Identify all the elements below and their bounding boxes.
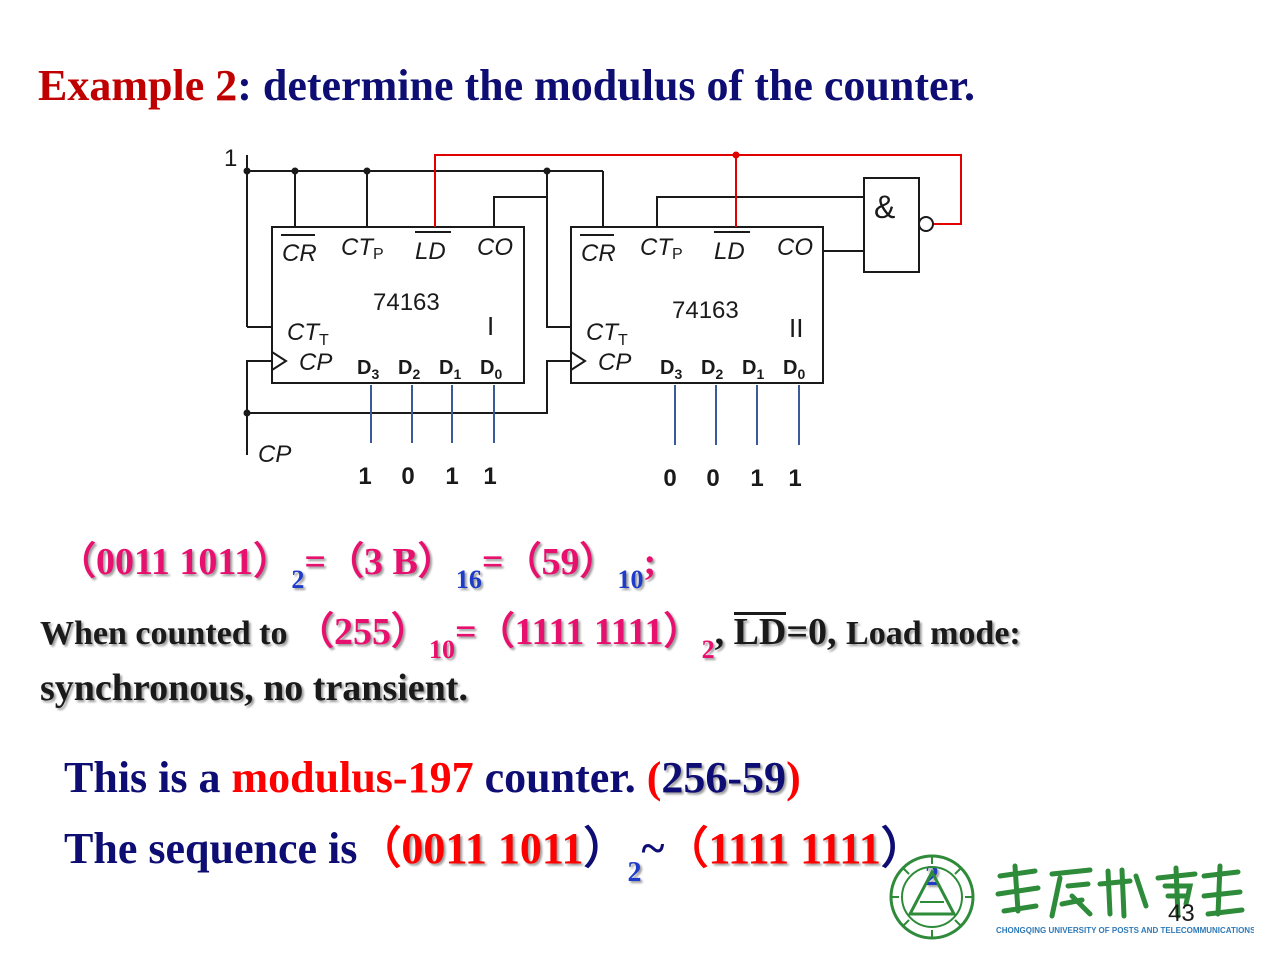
concl1-calc: 256-59	[661, 753, 787, 802]
eq1-decimal: =（59）	[481, 541, 618, 583]
chip1-d2-label: D2	[398, 357, 420, 382]
chip1-ctp-label: CTP	[341, 234, 384, 263]
preset-value-equation: （0011 1011）2=（3 B）16=（59）10;	[58, 530, 656, 595]
eq2-equals-zero: =0,	[786, 611, 847, 653]
eq2-load-mode: Load mode:	[846, 615, 1021, 652]
eq2-comma: ,	[714, 611, 734, 653]
eq1-sub-2: 2	[291, 565, 305, 594]
chip2-d2-label: D2	[701, 357, 723, 382]
chip1-cr-label: CR	[282, 240, 317, 267]
load-condition-line: When counted to （255）10=（1111 1111）2, LD…	[40, 600, 1021, 665]
chip2-d3-label: D3	[660, 357, 682, 382]
chip1-part-number: 74163	[373, 289, 440, 316]
concl1-a: This is a	[64, 753, 232, 802]
chip1-d1-label: D1	[439, 357, 461, 382]
load-mode-line: synchronous, no transient.	[40, 667, 468, 709]
university-english-name: CHONGQING UNIVERSITY OF POSTS AND TELECO…	[996, 926, 1254, 935]
chip2-cp-label: CP	[598, 349, 631, 376]
chip1-co-label: CO	[477, 234, 513, 261]
modulus-conclusion: This is a modulus-197 counter. (256-59)	[64, 752, 801, 803]
concl1-open: (	[646, 753, 662, 802]
chip1-body	[271, 226, 525, 384]
chip2-input-d2: 0	[706, 465, 719, 492]
chip2-roman-label: II	[789, 313, 803, 343]
chip2-ctp-label: CTP	[640, 234, 683, 263]
chip1-d0-label: D0	[480, 357, 502, 382]
chip1-input-d3: 1	[358, 463, 371, 490]
chip2-input-d1: 1	[750, 465, 763, 492]
eq1-sub-16: 16	[455, 565, 482, 594]
page-number: 43	[1168, 900, 1195, 927]
chip2-cr-label: CR	[581, 240, 616, 267]
chip2-input-d0: 1	[788, 465, 801, 492]
concl2-start: 0011 1011	[401, 824, 584, 873]
chip1-input-d0: 1	[483, 463, 496, 490]
chip1-ctt-label: CTT	[287, 319, 329, 349]
eq2-sub-10: 10	[428, 635, 455, 664]
concl2-end: 1111 1111	[708, 824, 881, 873]
chip1-roman-label: I	[487, 311, 494, 341]
concl2-open2: （	[664, 824, 709, 873]
and-gate-symbol: &	[874, 189, 895, 225]
and-gate-inverter-bubble	[918, 216, 934, 232]
concl2-sub2: 2	[924, 861, 939, 892]
eq2-sub-2: 2	[701, 635, 715, 664]
chip2-ld-label: LD	[714, 238, 745, 265]
supply-one-label: 1	[224, 145, 237, 172]
title-rest: : determine the modulus of the counter.	[237, 61, 975, 110]
eq1-sub-10: 10	[617, 565, 644, 594]
chip2-co-label: CO	[777, 234, 813, 261]
eq1-semicolon: ;	[643, 541, 657, 583]
sequence-conclusion: The sequence is（0011 1011）2~（1111 1111）2	[64, 812, 939, 892]
chip2-ctt-label: CTT	[586, 319, 628, 349]
chip2-d1-label: D1	[742, 357, 764, 382]
eq1-hex: =（3 B）	[304, 541, 456, 583]
concl1-modulus: modulus-197	[231, 753, 474, 802]
chip1-input-d1: 1	[445, 463, 458, 490]
concl2-sub1: 2	[627, 857, 642, 888]
concl2-close2: ）	[880, 824, 925, 873]
eq2-intro: When counted to	[40, 615, 296, 652]
concl2-close1: ）	[583, 824, 628, 873]
slide-title: Example 2: determine the modulus of the …	[38, 60, 975, 111]
concl1-c: counter.	[473, 753, 647, 802]
chip1-cp-label: CP	[299, 349, 332, 376]
chip2-body	[570, 226, 824, 384]
eq1-binary: （0011 1011）	[58, 541, 292, 583]
chip2-part-number: 74163	[672, 297, 739, 324]
concl2-a: The sequence is	[64, 824, 358, 873]
university-seal-logo	[889, 854, 975, 940]
concl2-tilde: ~	[641, 824, 665, 873]
chip2-d0-label: D0	[783, 357, 805, 382]
chip1-ld-label: LD	[415, 238, 446, 265]
eq2-ld-overbar: LD	[733, 611, 787, 653]
chip2-input-d3: 0	[663, 465, 676, 492]
title-prefix: Example 2	[38, 61, 238, 110]
university-calligraphy-logo	[995, 863, 1245, 919]
chip1-input-d2: 0	[401, 463, 414, 490]
concl1-close: )	[786, 753, 801, 802]
chip1-d3-label: D3	[357, 357, 379, 382]
eq2-decimal: （255）	[295, 611, 429, 653]
concl2-open1: （	[357, 824, 402, 873]
eq2-binary: =（1111 1111）	[454, 611, 702, 653]
clock-input-label: CP	[258, 441, 291, 468]
